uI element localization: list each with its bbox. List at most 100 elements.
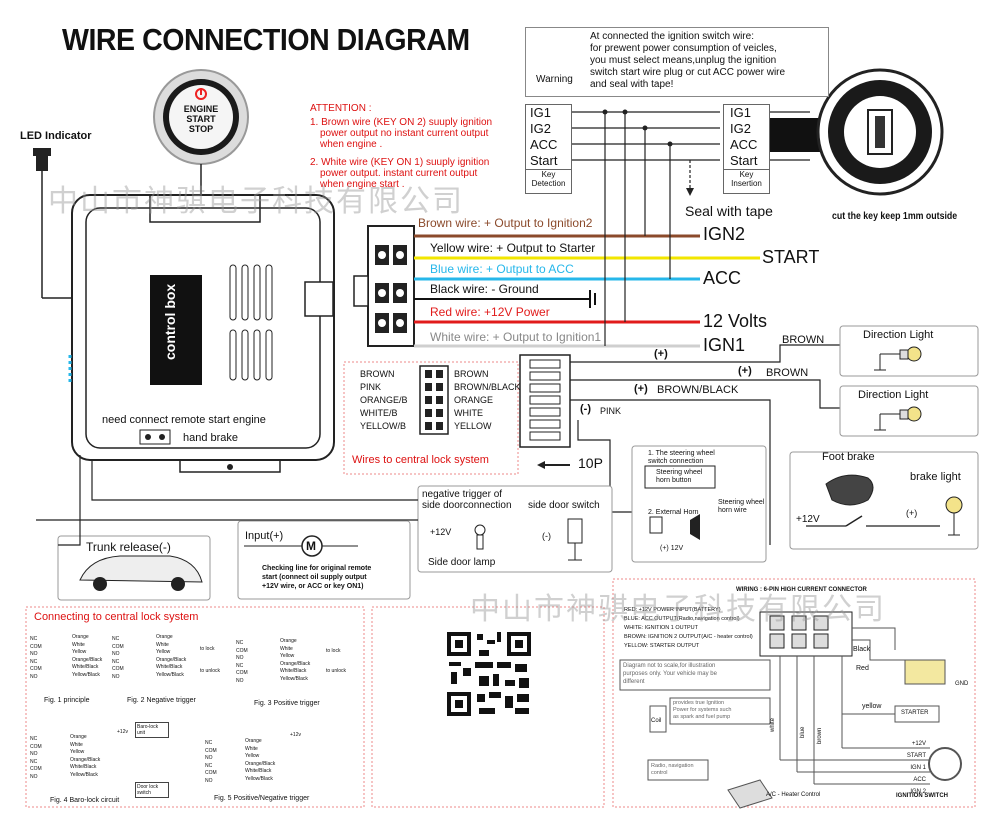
cl-row: NC [112, 658, 120, 665]
cl-fig1-caption: Fig. 1 principle [44, 697, 90, 704]
input-text-2: start (connect oil supply output [262, 574, 367, 581]
key-ins-caption-2: Insertion [731, 179, 762, 188]
wiring6-provides-3: as spark and fuel pump [673, 714, 731, 720]
dest-acc: ACC [703, 268, 742, 288]
cl-fig3-rows: NC COM NO NC COM NO [236, 640, 248, 685]
cut-key-label: cut the key keep 1mm outside [832, 211, 958, 222]
switch-label: +12V [911, 741, 926, 747]
cl-system-panel [25, 606, 365, 808]
six-pin-connector [367, 225, 415, 347]
cl-row: COM [112, 666, 124, 672]
cl-fig1-rows: NC COM NO NC COM NO [30, 636, 42, 681]
cl-fig1-colors: Orange White Yellow Orange/Black White/B… [72, 634, 102, 679]
cl-row: NO [205, 755, 213, 761]
wiring6-note: Diagram not to scale,for illustration pu… [623, 662, 717, 686]
central-lock-connector [419, 365, 449, 435]
side-door-title-2: side doorconnection [422, 500, 512, 511]
wiring6-note-1: Diagram not to scale,for illustration [623, 663, 716, 669]
brake-bulb-icon [945, 496, 963, 514]
horn-wire-2: horn wire [718, 507, 747, 514]
cl-right-wire: WHITE [454, 408, 483, 418]
warning-line: and seal with tape! [590, 79, 674, 90]
cl-left-wire: YELLOW/B [360, 421, 407, 431]
dest-ign1: IGN1 [703, 335, 746, 355]
attention-item2-2: power output. instant current output [320, 168, 478, 179]
wiring6-note-3: different [623, 679, 645, 685]
cl-color: Yellow/Black [70, 771, 98, 778]
wiring6-legend: RED: +12V POWER INPUT(BATTERY) BLUE: ACC… [624, 606, 753, 651]
minus-label: (-) [580, 403, 591, 415]
cl-color: Yellow/Black [72, 671, 100, 678]
engine-button-label[interactable]: ENGINE START STOP [180, 104, 222, 134]
switch-labels: +12V START IGN 1 ACC IGN 2 [870, 738, 926, 798]
horn-btn-2: horn button [656, 477, 692, 484]
cl-color: Yellow/Black [245, 775, 273, 782]
input-text-1: Checking line for original remote [262, 565, 372, 572]
led-indicator-icon [36, 155, 48, 171]
key-det-caption-2: Detection [531, 179, 566, 188]
wire-label-blue: Blue wire: + Output to ACC [430, 262, 574, 276]
wire-label-red: Red wire: +12V Power [430, 305, 550, 319]
attention-item1-3: when engine . [320, 139, 383, 150]
cl-color: Orange/Black [156, 656, 187, 663]
qr-code-icon [445, 630, 533, 718]
yellow-wire-label: yellow [862, 703, 882, 710]
brown-label-2: BROWN [766, 367, 809, 379]
battery-icon [904, 659, 946, 685]
pink-label: PINK [600, 406, 622, 416]
cl-left-wire: PINK [360, 382, 382, 392]
key-det-pin: Start [530, 153, 558, 168]
cl-row: NC [30, 736, 38, 742]
control-box-body [71, 194, 335, 461]
wire-name-white: white [770, 717, 776, 732]
side-door-panel [417, 485, 613, 573]
attention-item1-2: power output no instant current output [320, 128, 489, 139]
cl-fig2-lock: to lock [200, 646, 215, 652]
brake-plus: (+) [906, 508, 918, 518]
switch-label: IGN 1 [910, 765, 926, 771]
cl-right-wire: BROWN/BLACK [454, 382, 521, 392]
cl-color: Yellow/Black [156, 671, 184, 678]
cl-fig3-unlock: to unlock [326, 668, 347, 674]
cl-fig4-12v: +12v [117, 729, 128, 735]
warning-label: Warning [536, 74, 573, 85]
foot-brake-icon [825, 474, 874, 506]
car-icon [79, 555, 203, 583]
radio-label: Radio, navigation control [651, 763, 694, 777]
cl-row: NC [236, 640, 244, 646]
attention-item1-1: 1. Brown wire (KEY ON 2) suuply ignition [310, 117, 493, 128]
cl-color: Yellow [70, 749, 85, 755]
cl-color: White [72, 641, 85, 648]
cl-color: Orange [280, 638, 297, 644]
plus-label-1: (+) [654, 348, 668, 360]
cl-right-wire: BROWN [454, 369, 489, 379]
horn-t1: 1. The steering wheel switch connection [648, 450, 715, 466]
wiring6-note-2: purposes only. Your vehicle may be [623, 671, 717, 677]
cl-row: COM [236, 647, 248, 654]
brown-black-label: BROWN/BLACK [657, 384, 739, 396]
cl-left-wire: ORANGE/B [360, 395, 408, 405]
cl-fig4-rows: NC COM NO NC COM NO [30, 736, 42, 781]
starter-label: STARTER [901, 710, 929, 716]
wiring6-legend-line: RED: +12V POWER INPUT(BATTERY) [624, 607, 721, 613]
ac-label: A/C - Heater Control [766, 792, 821, 798]
horn-btn-1: Steering wheel [656, 469, 703, 476]
cl-row: NO [112, 673, 120, 680]
engine-label-3: STOP [188, 124, 214, 134]
key-detection-box: IG1 IG2 ACC Start Key Detection [525, 104, 572, 194]
cl-color: White/Black [245, 768, 272, 774]
cl-color: White [280, 645, 293, 652]
cl-row: COM [30, 743, 42, 750]
watermark-top: 中山市神骐电子科技有限公司 [48, 185, 464, 218]
led-indicator-label: LED Indicator [20, 130, 92, 142]
cl-row: NC [30, 658, 38, 665]
wire-name-blue: blue [800, 726, 806, 738]
cl-color: White [70, 741, 83, 748]
cl-row: COM [236, 670, 248, 676]
horn-v: (+) 12V [660, 545, 684, 552]
bulb-icon-2 [906, 406, 922, 422]
key-det-pin: IG1 [530, 105, 551, 120]
qr-panel [371, 606, 605, 808]
key-det-caption-1: Key [541, 170, 556, 179]
cl-row: NO [236, 655, 244, 661]
